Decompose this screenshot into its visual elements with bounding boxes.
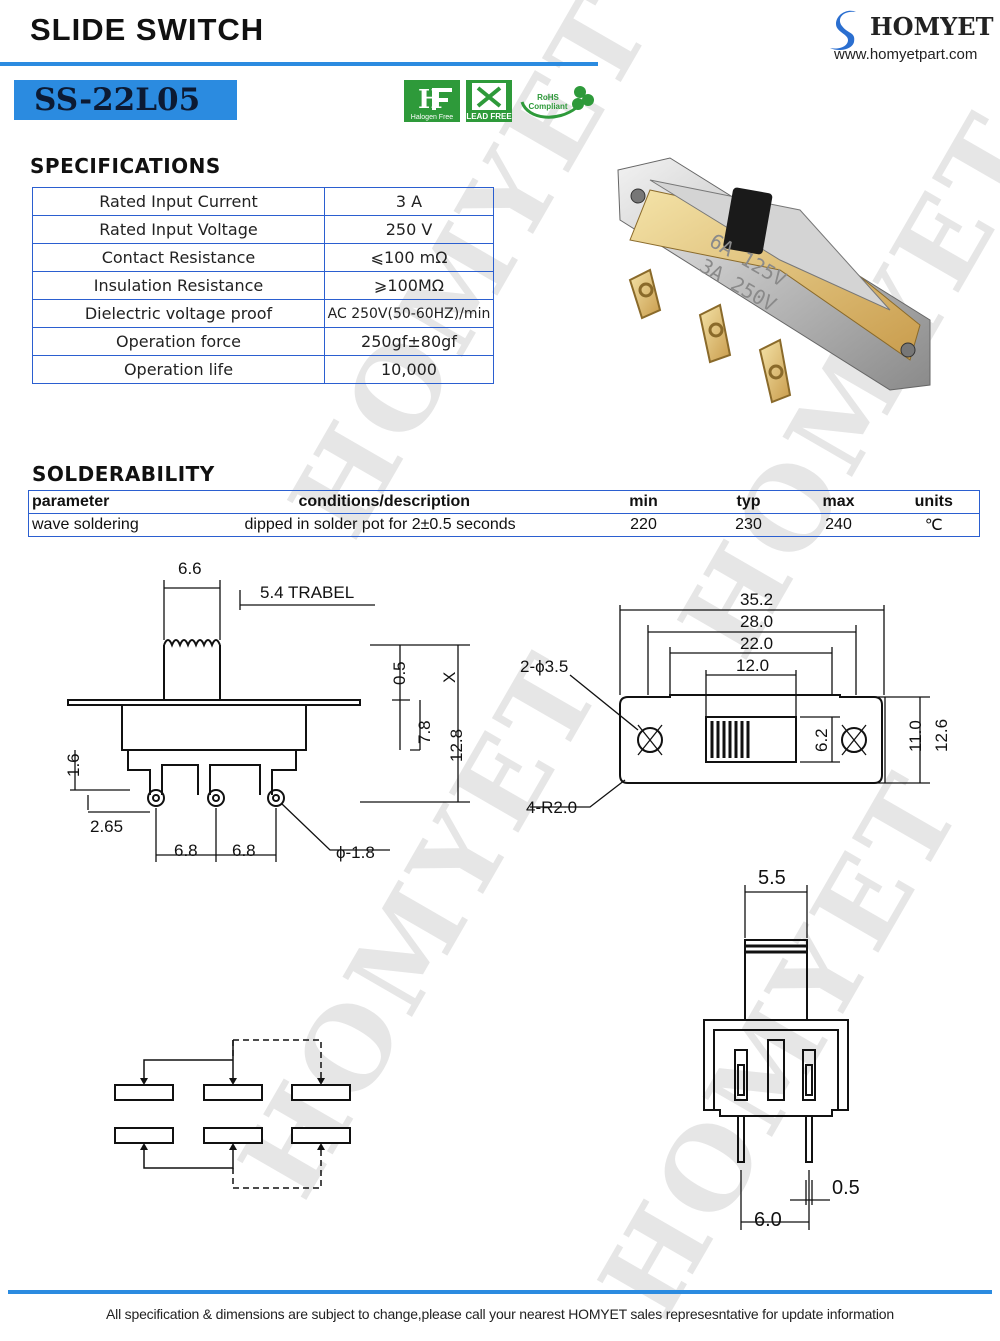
table-row: wave soldering dipped in solder pot for … — [28, 513, 980, 537]
dim-label: 12.6 — [932, 719, 951, 752]
table-row: Insulation Resistance⩾100MΩ — [32, 271, 494, 300]
spec-label: Dielectric voltage proof — [32, 299, 325, 328]
top-view-drawing: 35.2 28.0 22.0 12.0 2-ϕ3.5 4-R2.0 6.2 11… — [520, 590, 951, 817]
dim-label: 12.8 — [447, 729, 466, 762]
table-cell: ℃ — [888, 513, 980, 537]
dim-label: X — [440, 672, 459, 683]
spec-label: Operation life — [32, 355, 325, 384]
dim-label: 2-ϕ3.5 — [520, 657, 568, 676]
column-header: max — [788, 490, 889, 514]
spec-value: 250 V — [324, 215, 494, 244]
spec-label: Rated Input Current — [32, 187, 325, 216]
table-cell: 230 — [708, 513, 789, 537]
dim-label: 5.4 TRABEL — [260, 583, 354, 602]
svg-text:LEAD FREE: LEAD FREE — [466, 112, 512, 121]
spec-label: Insulation Resistance — [32, 271, 325, 300]
dim-label: 6.0 — [754, 1209, 782, 1231]
column-header: conditions/description — [218, 490, 579, 514]
table-header-row: parameter conditions/description min typ… — [28, 490, 980, 514]
solderability-table: parameter conditions/description min typ… — [28, 490, 980, 537]
dim-label: 0.5 — [390, 661, 409, 685]
model-number: SS-22L05 — [14, 80, 237, 120]
title-divider — [0, 62, 598, 66]
halogen-free-icon: H Halogen Free — [404, 80, 460, 122]
solderability-heading: SOLDERABILITY — [32, 462, 215, 486]
lead-free-icon: LEAD FREE — [466, 80, 512, 122]
dim-label: 11.0 — [906, 720, 925, 752]
brand-logo: HOMYET www.homyetpart.com — [826, 6, 994, 66]
spec-value: 250gf±80gf — [324, 327, 494, 356]
page-title: SLIDE SWITCH — [30, 12, 265, 47]
dim-label: 6.2 — [812, 728, 831, 752]
spec-label: Contact Resistance — [32, 243, 325, 272]
column-header: units — [888, 490, 980, 514]
brand-swoosh-icon — [830, 10, 856, 50]
spec-value: ⩾100MΩ — [324, 271, 494, 300]
dim-label: 4-R2.0 — [526, 798, 577, 817]
footer-disclaimer: All specification & dimensions are subje… — [106, 1306, 894, 1322]
dim-label: 35.2 — [740, 590, 773, 609]
product-photo: 6A 125V 3A 250V — [617, 157, 931, 404]
column-header: min — [578, 490, 709, 514]
dim-label: 12.0 — [736, 656, 769, 675]
svg-text:RoHS: RoHS — [537, 93, 559, 102]
column-header: parameter — [28, 490, 219, 514]
table-cell: 240 — [788, 513, 889, 537]
dim-label: 6.8 — [174, 841, 198, 860]
spec-label: Operation force — [32, 327, 325, 356]
end-view-drawing: 5.5 0.5 6.0 — [703, 867, 860, 1231]
dim-label: 6.8 — [232, 841, 256, 860]
footer-divider — [8, 1290, 992, 1294]
switching-diagram — [114, 1039, 351, 1189]
svg-text:Compliant: Compliant — [528, 102, 567, 111]
spec-value: 10,000 — [324, 355, 494, 384]
dim-label: ϕ-1.8 — [336, 843, 375, 862]
spec-value: AC 250V(50-60HZ)/min — [324, 299, 494, 328]
dim-label: 28.0 — [740, 612, 773, 631]
dim-label: 22.0 — [740, 634, 773, 653]
dim-label: 7.8 — [415, 720, 434, 744]
dim-label: 2.65 — [90, 817, 123, 836]
svg-text:Halogen Free: Halogen Free — [411, 114, 454, 121]
spec-value: 3 A — [324, 187, 494, 216]
table-cell: wave soldering — [28, 513, 219, 537]
dim-label: 5.5 — [758, 867, 786, 889]
dim-label: 6.6 — [178, 559, 202, 578]
dim-label: 0.5 — [832, 1177, 860, 1199]
column-header: typ — [708, 490, 789, 514]
spec-label: Rated Input Voltage — [32, 215, 325, 244]
table-cell: dipped in solder pot for 2±0.5 seconds — [218, 513, 579, 537]
brand-name: HOMYET — [870, 12, 994, 41]
brand-url[interactable]: www.homyetpart.com — [834, 46, 978, 63]
dim-label: 1.6 — [64, 753, 83, 777]
side-view-drawing: 6.6 5.4 TRABEL 0.5 X 7.8 12.8 1.6 2.65 6… — [64, 559, 470, 862]
specifications-heading: SPECIFICATIONS — [30, 154, 221, 178]
rohs-compliant-icon: RoHS Compliant — [520, 86, 594, 119]
spec-value: ⩽100 mΩ — [324, 243, 494, 272]
table-row: Contact Resistance⩽100 mΩ — [32, 243, 494, 272]
table-cell: 220 — [578, 513, 709, 537]
